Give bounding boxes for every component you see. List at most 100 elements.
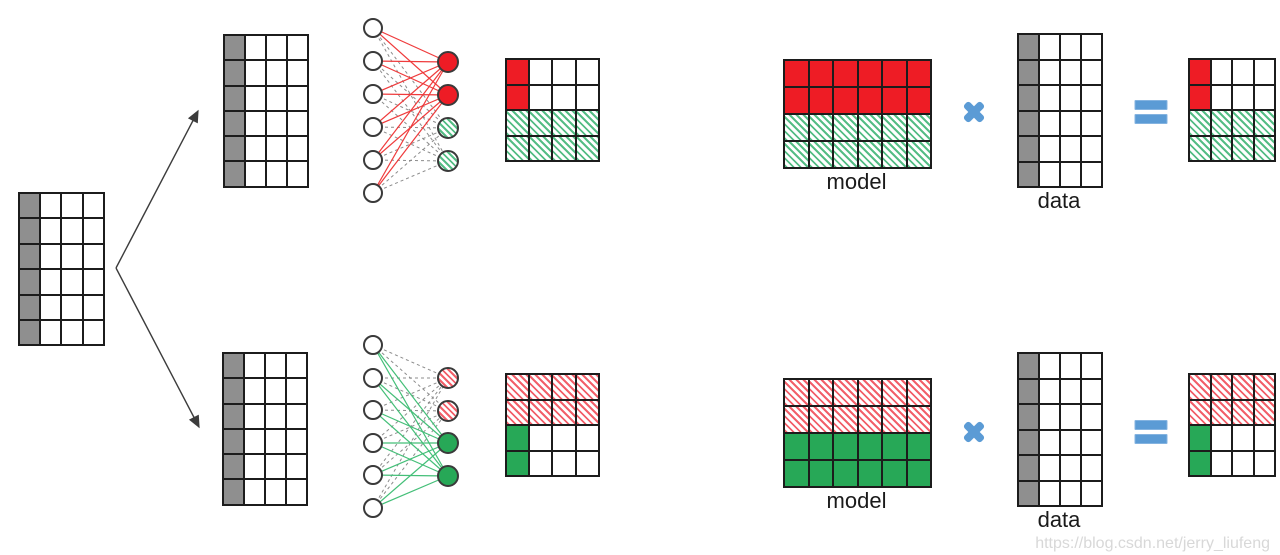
matrix-cell-green-hatch (552, 135, 576, 161)
matrix-cell-white (266, 35, 287, 61)
matrix-cell-red-hatch (575, 399, 599, 425)
matrix-cell-red-hatch (1210, 374, 1232, 400)
matrix-cell-white (1253, 450, 1275, 476)
matrix-cell-red-hatch (552, 399, 576, 425)
matrix-cell-green-hatch (857, 141, 882, 168)
bottom-network-edge (372, 377, 449, 509)
matrix-cell-white (575, 425, 599, 451)
matrix-cell-white (1060, 136, 1081, 162)
matrix-cell-green (784, 460, 809, 487)
matrix-cell-green-hatch (1189, 135, 1211, 161)
matrix-cell-green (906, 460, 931, 487)
matrix-cell-red-hatch (1189, 399, 1211, 425)
matrix-cell-red-hatch (808, 379, 833, 406)
matrix-cell-red-hatch (882, 379, 907, 406)
result-bottom-right-matrix (1188, 373, 1276, 477)
bottom-network-output-node (437, 400, 459, 422)
matrix-cell-gray (1018, 161, 1039, 187)
matrix-cell-white (244, 403, 265, 429)
matrix-cell-green-hatch (506, 110, 530, 136)
equals-bar (1134, 420, 1168, 430)
matrix-cell-green-hatch (575, 110, 599, 136)
matrix-cell-white (265, 428, 286, 455)
matrix-cell-green-hatch (808, 141, 833, 168)
branch-arrow (115, 267, 200, 429)
matrix-cell-white (1039, 161, 1060, 187)
matrix-cell-white (1081, 136, 1102, 162)
matrix-cell-white (1060, 110, 1081, 136)
matrix-cell-white (82, 193, 104, 219)
matrix-cell-white (1081, 404, 1102, 430)
matrix-cell-white (40, 319, 62, 346)
bottom-network-output-node (437, 465, 459, 487)
matrix-cell-white (40, 294, 62, 320)
matrix-cell-white (552, 59, 576, 85)
equals-bar (1134, 100, 1168, 110)
matrix-cell-white (575, 59, 599, 85)
matrix-cell-white (40, 269, 62, 295)
matrix-cell-white (287, 85, 308, 111)
matrix-cell-green-hatch (575, 135, 599, 161)
bottom-network-edge (372, 377, 449, 412)
top-network-input-node (363, 84, 383, 104)
matrix-cell-white (1039, 429, 1060, 455)
data-bottom-matrix (1017, 352, 1103, 507)
matrix-cell-green-hatch (906, 141, 931, 168)
matrix-cell-white (82, 269, 104, 295)
bottom-network-output-node (437, 367, 459, 389)
matrix-cell-white (1081, 59, 1102, 85)
matrix-cell-gray (1018, 480, 1039, 506)
matrix-cell-gray (19, 269, 41, 295)
data-top-matrix-label: data (1037, 188, 1081, 213)
matrix-cell-white (1210, 450, 1232, 476)
matrix-cell-gray (1018, 429, 1039, 455)
matrix-cell-green (506, 450, 530, 476)
matrix-cell-gray (19, 193, 41, 219)
matrix-cell-white (286, 428, 307, 455)
watermark-url: https://blog.csdn.net/jerry_liufeng (1035, 535, 1270, 552)
matrix-cell-gray (223, 378, 244, 404)
matrix-cell-white (245, 85, 266, 111)
matrix-cell-gray (1018, 136, 1039, 162)
matrix-cell-white (1060, 429, 1081, 455)
matrix-cell-gray (19, 294, 41, 320)
matrix-cell-green-hatch (1253, 135, 1275, 161)
matrix-cell-green (882, 433, 907, 460)
matrix-cell-red-hatch (784, 406, 809, 433)
matrix-cell-white (265, 403, 286, 429)
matrix-cell-red (784, 60, 809, 87)
matrix-cell-white (1210, 84, 1232, 110)
matrix-cell-red (808, 60, 833, 87)
bottom-network-edge (372, 344, 449, 477)
matrix-cell-red-hatch (529, 374, 553, 400)
matrix-cell-green (1189, 425, 1211, 451)
matrix-cell-white (1060, 378, 1081, 404)
matrix-cell-white (1039, 480, 1060, 506)
matrix-cell-white (1232, 450, 1254, 476)
top-network-edge (372, 27, 449, 63)
matrix-cell-white (265, 479, 286, 505)
matrix-cell-gray (1018, 353, 1039, 379)
matrix-cell-white (287, 161, 308, 187)
model-bottom-matrix-label: model (826, 488, 887, 513)
matrix-cell-white (265, 378, 286, 404)
matrix-cell-white (61, 319, 83, 346)
top-network-output-node (437, 117, 459, 139)
matrix-cell-white (552, 84, 576, 110)
matrix-cell-red-hatch (906, 406, 931, 433)
top-network-edge (372, 93, 449, 96)
matrix-cell-green-hatch (1232, 135, 1254, 161)
matrix-cell-gray (223, 454, 244, 480)
top-network-input-node (363, 150, 383, 170)
matrix-cell-gray (1018, 34, 1039, 60)
matrix-cell-white (1253, 425, 1275, 451)
matrix-cell-green-hatch (1189, 110, 1211, 136)
matrix-cell-white (244, 378, 265, 404)
matrix-cell-white (529, 59, 553, 85)
matrix-cell-red (833, 87, 858, 114)
matrix-cell-white (1081, 480, 1102, 506)
matrix-cell-white (40, 243, 62, 270)
matrix-cell-white (245, 136, 266, 162)
matrix-cell-gray (224, 35, 245, 61)
